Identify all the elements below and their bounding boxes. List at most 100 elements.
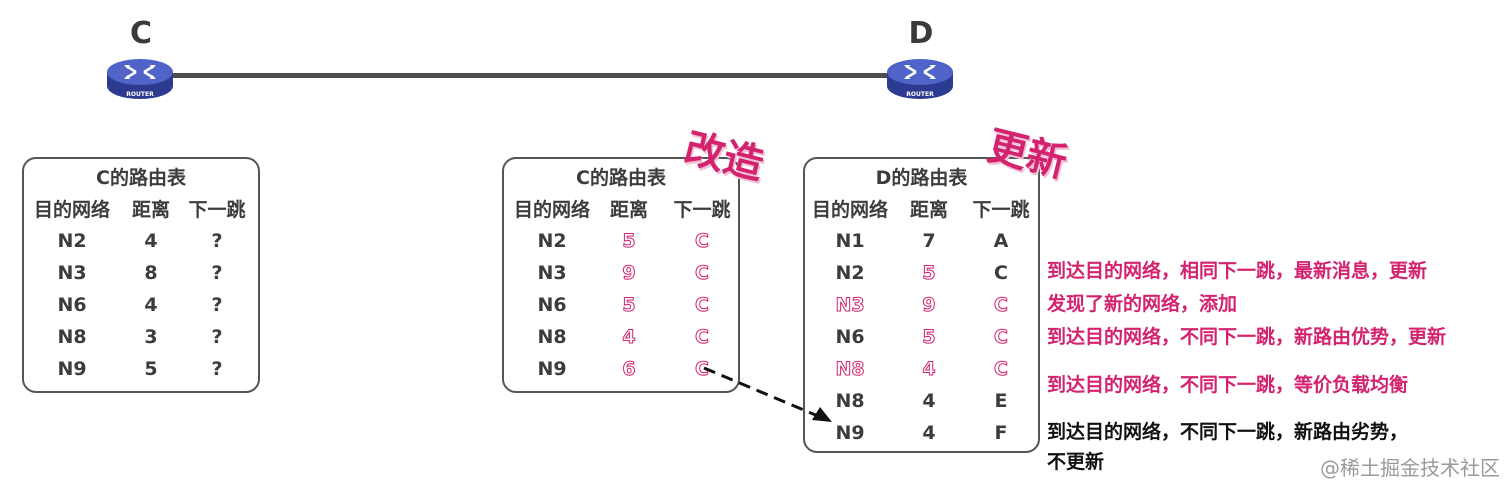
table-row: N8 4 E bbox=[805, 385, 1038, 417]
table-title: C的路由表 bbox=[576, 167, 666, 189]
cell-nexthop: ? bbox=[211, 262, 223, 284]
header-nexthop: 下一跳 bbox=[188, 199, 246, 221]
cell-nexthop: A bbox=[993, 230, 1009, 252]
cell-dest: N8 bbox=[835, 358, 865, 381]
cell-nexthop: ? bbox=[211, 326, 223, 348]
cell-dest: N2 bbox=[835, 262, 865, 284]
table-row: N9 6 C bbox=[504, 353, 738, 385]
router-d-text: ROUTER bbox=[906, 91, 934, 98]
note-same-nexthop: 到达目的网络，相同下一跳，最新消息，更新 bbox=[1047, 260, 1428, 282]
cell-dest: N6 bbox=[537, 294, 567, 316]
cell-nexthop: F bbox=[994, 422, 1008, 444]
watermark: @稀土掘金技术社区 bbox=[1320, 456, 1500, 480]
note-no-update: 不更新 bbox=[1047, 451, 1105, 473]
table-row: N2 5 C bbox=[805, 257, 1038, 289]
cell-distance: 4 bbox=[144, 294, 158, 316]
router-d-label: D bbox=[908, 16, 934, 51]
cell-dest: N8 bbox=[537, 326, 567, 348]
header-dest: 目的网络 bbox=[513, 199, 591, 221]
table-title: C的路由表 bbox=[96, 167, 186, 189]
cell-nexthop: C bbox=[695, 326, 710, 349]
cell-nexthop: C bbox=[994, 262, 1008, 284]
cell-distance: 4 bbox=[922, 358, 936, 381]
header-dest: 目的网络 bbox=[33, 199, 111, 221]
note-new-network: 发现了新的网络，添加 bbox=[1047, 293, 1238, 315]
table-headers: 目的网络 距离 下一跳 bbox=[504, 195, 738, 221]
header-distance: 距离 bbox=[131, 199, 171, 221]
table-row: N2 4? bbox=[24, 225, 258, 257]
cell-distance: 5 bbox=[144, 358, 158, 380]
cell-nexthop: C bbox=[695, 230, 710, 253]
cell-nexthop: C bbox=[994, 326, 1009, 349]
cell-distance: 4 bbox=[922, 422, 936, 444]
table-row: N9 4 F bbox=[805, 417, 1038, 449]
router-d-icon: ROUTER bbox=[887, 59, 953, 99]
table-row: N6 5 C bbox=[504, 289, 738, 321]
cell-distance: 4 bbox=[144, 230, 158, 252]
cell-nexthop: C bbox=[695, 294, 710, 317]
cell-nexthop: ? bbox=[211, 230, 223, 252]
cell-distance: 5 bbox=[922, 262, 936, 285]
table-row: N9 5? bbox=[24, 353, 258, 385]
cell-distance: 5 bbox=[622, 230, 636, 253]
header-nexthop: 下一跳 bbox=[972, 199, 1030, 221]
table-row: N8 4 C bbox=[805, 353, 1038, 385]
header-dest: 目的网络 bbox=[811, 199, 889, 221]
cell-distance: 4 bbox=[622, 326, 636, 349]
table-title: D的路由表 bbox=[875, 167, 968, 189]
header-distance: 距离 bbox=[609, 199, 649, 221]
table-row: N3 9 C bbox=[805, 289, 1038, 321]
table-headers: 目的网络 距离 下一跳 bbox=[805, 195, 1038, 221]
link-c-d bbox=[170, 73, 890, 78]
cell-nexthop: C bbox=[695, 358, 710, 381]
cell-distance: 5 bbox=[922, 326, 936, 349]
router-c-label: C bbox=[129, 16, 153, 51]
cell-dest: N9 bbox=[537, 358, 567, 380]
cell-distance: 7 bbox=[922, 230, 936, 252]
table-row: N3 9 C bbox=[504, 257, 738, 289]
cell-dest: N8 bbox=[57, 326, 87, 348]
cell-nexthop: E bbox=[994, 390, 1008, 412]
header-nexthop: 下一跳 bbox=[673, 199, 731, 221]
cell-dest: N9 bbox=[57, 358, 87, 380]
table-row: N6 4? bbox=[24, 289, 258, 321]
dashed-arrow bbox=[703, 366, 832, 422]
cell-dest: N2 bbox=[57, 230, 87, 252]
cell-distance: 6 bbox=[622, 358, 636, 381]
table-row: N1 7 A bbox=[805, 225, 1038, 257]
cell-distance: 5 bbox=[622, 294, 636, 317]
table-headers: 目的网络 距离 下一跳 bbox=[24, 195, 258, 221]
cell-dest: N8 bbox=[835, 390, 865, 412]
note-load-balance: 到达目的网络，不同下一跳，等价负载均衡 bbox=[1047, 374, 1409, 396]
cell-nexthop: C bbox=[994, 358, 1009, 381]
cell-dest: N6 bbox=[57, 294, 87, 316]
table-row: N8 4 C bbox=[504, 321, 738, 353]
cell-dest: N3 bbox=[537, 262, 567, 284]
header-distance: 距离 bbox=[909, 199, 949, 221]
note-worse-route: 到达目的网络，不同下一跳，新路由劣势， bbox=[1047, 421, 1409, 443]
cell-nexthop: C bbox=[994, 294, 1009, 317]
cell-nexthop: ? bbox=[211, 358, 223, 380]
cell-dest: N3 bbox=[835, 294, 865, 317]
cell-distance: 4 bbox=[922, 390, 936, 412]
cell-distance: 9 bbox=[622, 262, 636, 285]
cell-nexthop: ? bbox=[211, 294, 223, 316]
table-row: N6 5 C bbox=[805, 321, 1038, 353]
cell-nexthop: C bbox=[695, 262, 710, 285]
router-c-icon: ROUTER bbox=[107, 59, 173, 99]
cell-dest: N9 bbox=[835, 422, 865, 444]
note-better-route: 到达目的网络，不同下一跳，新路由优势，更新 bbox=[1047, 326, 1447, 348]
cell-distance: 9 bbox=[922, 294, 936, 317]
cell-dest: N1 bbox=[835, 230, 865, 252]
cell-distance: 8 bbox=[144, 262, 158, 284]
cell-dest: N6 bbox=[835, 326, 865, 348]
